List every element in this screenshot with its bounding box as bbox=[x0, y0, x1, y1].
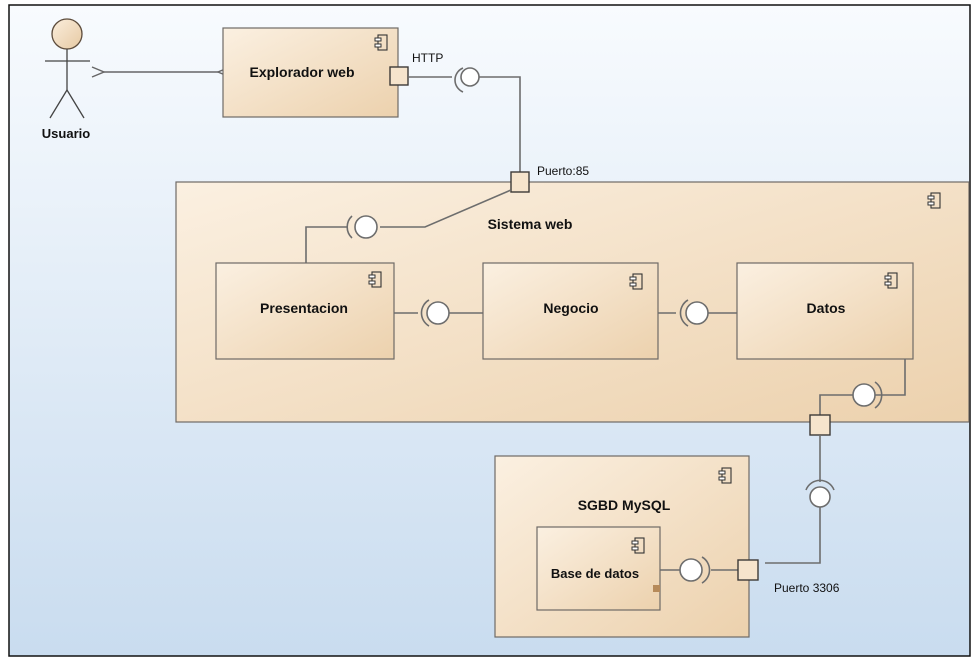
actor-usuario[interactable]: Usuario bbox=[42, 18, 90, 141]
negocio-datos-socket bbox=[679, 299, 689, 327]
presentacion-socket bbox=[346, 215, 353, 239]
base-socket bbox=[701, 556, 711, 584]
db-lollipop-interface bbox=[809, 486, 831, 508]
http-to-puerto85-wire bbox=[479, 76, 521, 172]
base-de-datos-label: Base de datos bbox=[551, 566, 639, 581]
component-presentacion[interactable]: Presentacion bbox=[215, 262, 395, 360]
puerto85-to-presentacion-wire bbox=[380, 189, 512, 228]
component-datos[interactable]: Datos bbox=[736, 262, 914, 360]
sgbd-mysql-label: SGBD MySQL bbox=[578, 497, 671, 513]
negocio-box bbox=[482, 262, 659, 360]
presentacion-negocio-socket bbox=[420, 299, 430, 327]
actor-head bbox=[51, 18, 83, 50]
datos-label: Datos bbox=[807, 300, 846, 316]
component-explorador-web[interactable]: Explorador web bbox=[222, 27, 399, 118]
negocio-label: Negocio bbox=[543, 300, 598, 316]
component-negocio[interactable]: Negocio bbox=[482, 262, 659, 360]
actor-label: Usuario bbox=[42, 126, 90, 141]
negocio-provided-interface bbox=[426, 301, 450, 325]
presentacion-provided-interface bbox=[354, 215, 378, 239]
http-port-label: HTTP bbox=[412, 51, 443, 65]
puerto-3306-port[interactable] bbox=[737, 559, 759, 581]
datos-required-interface bbox=[852, 383, 876, 407]
http-port[interactable] bbox=[389, 66, 409, 86]
sistema-web-label: Sistema web bbox=[488, 216, 573, 232]
http-socket bbox=[454, 67, 464, 93]
presentacion-box bbox=[215, 262, 395, 360]
puerto-85-port[interactable] bbox=[510, 171, 530, 193]
base-provided-interface bbox=[679, 558, 703, 582]
datos-to-port-wire bbox=[819, 394, 853, 415]
sistema-db-port[interactable] bbox=[809, 414, 831, 436]
datos-down-wire bbox=[875, 359, 906, 396]
component-base-de-datos[interactable]: Base de datos bbox=[536, 526, 661, 611]
http-lollipop-interface bbox=[460, 67, 480, 87]
datos-box bbox=[736, 262, 914, 360]
explorador-web-label: Explorador web bbox=[249, 64, 354, 80]
presentacion-label: Presentacion bbox=[260, 300, 348, 316]
explorador-web-box bbox=[222, 27, 399, 118]
puerto-85-label: Puerto:85 bbox=[537, 164, 589, 178]
db-socket bbox=[805, 479, 835, 491]
resize-marker bbox=[653, 585, 660, 592]
base-de-datos-box bbox=[536, 526, 661, 611]
datos-provided-interface bbox=[685, 301, 709, 325]
datos-socket bbox=[874, 381, 883, 409]
db-to-puerto3306-wire bbox=[765, 507, 821, 564]
puerto-3306-label: Puerto 3306 bbox=[774, 581, 840, 595]
presentacion-top-wire bbox=[305, 226, 347, 263]
